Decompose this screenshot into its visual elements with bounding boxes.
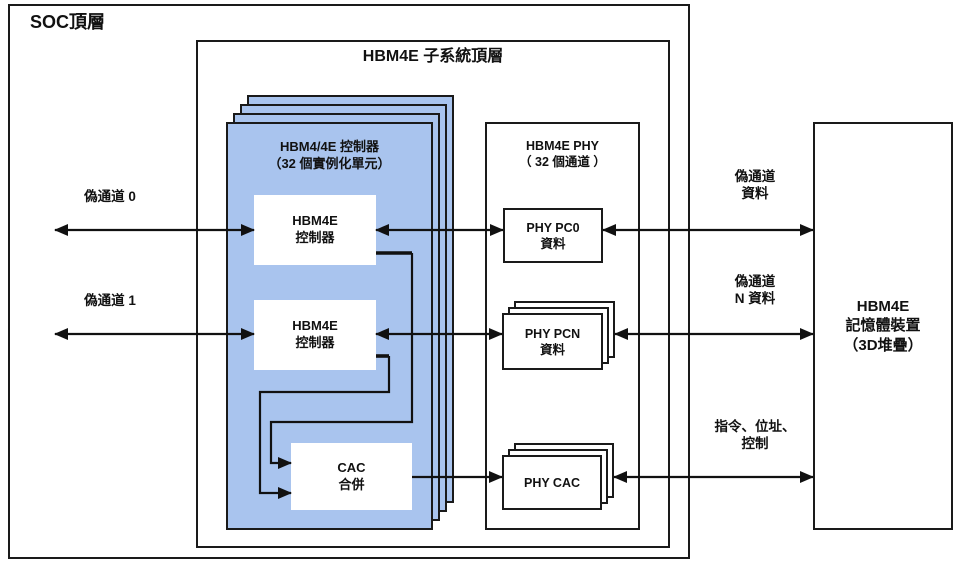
hbm4e-subsystem-box [196, 40, 670, 548]
controller-stack-title: HBM4/4E 控制器 （32 個實例化單元） [226, 139, 433, 172]
soc-top-box [8, 4, 690, 559]
memory-device-label-line2: 記憶體裝置 [845, 317, 921, 335]
hbm4e-subsystem-title: HBM4E 子系統頂層 [362, 48, 504, 65]
label-command-address-control: 指令、位址、 控制 [693, 418, 817, 453]
phy-pc0-label-line1: PHY PC0 [526, 220, 580, 235]
label-pseudo-channel-n-data-line1: 偽通道 [734, 274, 776, 289]
label-pseudo-channel-0: 偽通道 0 [84, 189, 136, 204]
hbm4e-controller-1-label-line1: HBM4E [292, 318, 338, 334]
label-command-address-control-line1: 指令、位址、 [714, 419, 796, 434]
phy-cac-label: PHY CAC [523, 475, 581, 490]
cac-merge-box: CAC 合併 [291, 443, 412, 510]
phy-pcn-box: PHY PCN 資料 [502, 313, 603, 370]
memory-device-label-line3: （3D堆疊） [843, 336, 923, 354]
phy-cac-box: PHY CAC [502, 455, 602, 510]
hbm4e-memory-device-box: HBM4E 記憶體裝置 （3D堆疊） [813, 122, 953, 530]
hbm4e-controller-1-label-line2: 控制器 [295, 335, 335, 350]
cac-merge-label-line1: CAC [337, 459, 366, 475]
label-pseudo-channel-n-data: 偽通道 N 資料 [700, 273, 810, 308]
controller-stack-title-line2: （32 個實例化單元） [268, 155, 391, 171]
phy-pc0-label-line2: 資料 [540, 236, 566, 251]
hbm4e-phy-title: HBM4E PHY （ 32 個通道 ） [485, 138, 640, 170]
memory-device-label-line1: HBM4E [856, 298, 910, 316]
phy-pc0-box: PHY PC0 資料 [503, 208, 603, 263]
label-pseudo-channel-1: 偽通道 1 [84, 293, 136, 308]
controller-stack-title-line1: HBM4/4E 控制器 [280, 139, 379, 154]
hbm4e-phy-title-line2: （ 32 個通道 ） [519, 155, 606, 169]
phy-pcn-label-line2: 資料 [539, 342, 565, 357]
hbm4e-controller-0-label-line2: 控制器 [295, 230, 335, 245]
label-command-address-control-line2: 控制 [741, 436, 769, 452]
label-pseudo-channel-data: 偽通道 資料 [700, 168, 810, 203]
hbm4e-phy-title-line1: HBM4E PHY [526, 139, 599, 153]
hbm4e-controller-0-box: HBM4E 控制器 [254, 195, 376, 265]
label-pseudo-channel-data-line2: 資料 [741, 186, 769, 202]
phy-pcn-label-line1: PHY PCN [524, 326, 581, 341]
hbm4e-controller-1-box: HBM4E 控制器 [254, 300, 376, 370]
cac-merge-label-line2: 合併 [338, 476, 365, 492]
hbm4e-controller-0-label-line1: HBM4E [292, 213, 338, 229]
soc-title: SOC頂層 [30, 12, 106, 32]
label-pseudo-channel-data-line1: 偽通道 [734, 169, 776, 184]
label-pseudo-channel-n-data-line2: N 資料 [734, 291, 776, 307]
